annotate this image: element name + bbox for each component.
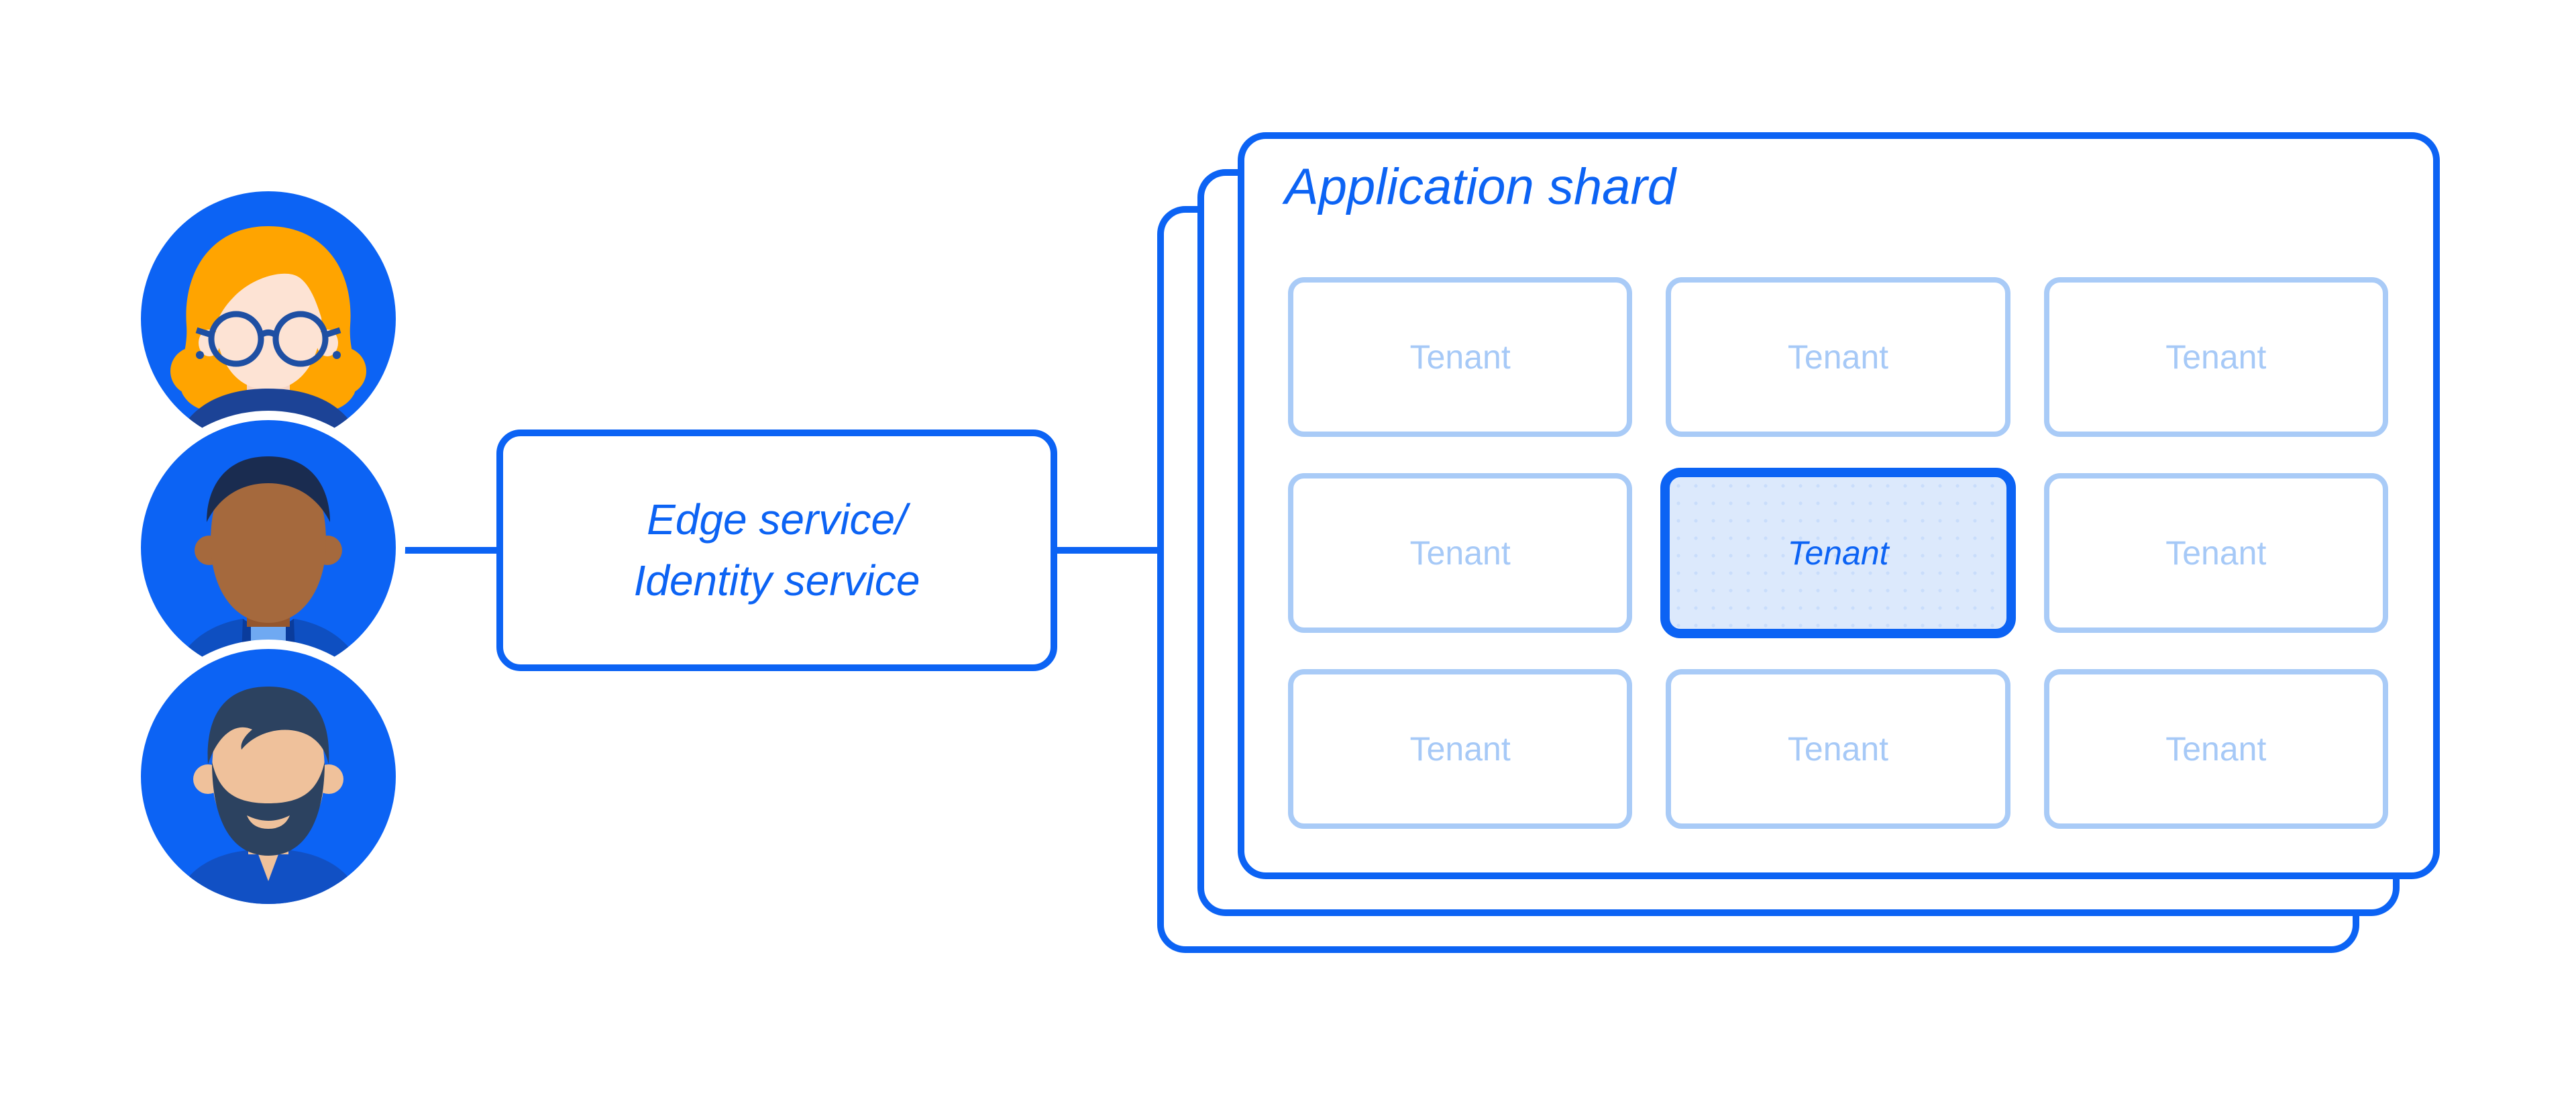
- tenant-cell: Tenant: [1666, 277, 2010, 437]
- man-icon: [173, 456, 364, 675]
- woman-with-glasses-icon: [170, 226, 366, 446]
- tenant-cell: Tenant: [2043, 277, 2388, 437]
- edge-identity-service-box: Edge service/ Identity service: [496, 430, 1057, 671]
- tenant-cell-active: Tenant: [1660, 468, 2016, 638]
- edge-service-label-line2: Identity service: [633, 556, 920, 605]
- tenant-grid: Tenant Tenant Tenant Tenant Tenant Tenan…: [1288, 277, 2388, 829]
- application-shard-title: Application shard: [1285, 158, 1676, 215]
- shard-card-front: Application shard Tenant Tenant Tenant T…: [1238, 132, 2440, 879]
- tenant-cell: Tenant: [1288, 473, 1633, 633]
- bearded-man-icon: [174, 687, 362, 904]
- connector-users-to-edge: [401, 547, 502, 554]
- tenant-cell: Tenant: [1666, 669, 2010, 829]
- user-avatar-woman-glasses: [141, 191, 396, 446]
- edge-service-label-line1: Edge service/: [647, 495, 907, 544]
- user-avatar-bearded-man: [141, 649, 396, 904]
- tenant-cell: Tenant: [1288, 669, 1633, 829]
- tenant-cell: Tenant: [2043, 473, 2388, 633]
- tenant-cell: Tenant: [2043, 669, 2388, 829]
- tenant-cell: Tenant: [1288, 277, 1633, 437]
- connector-edge-to-shard: [1053, 547, 1162, 554]
- user-avatar-man: [141, 420, 396, 675]
